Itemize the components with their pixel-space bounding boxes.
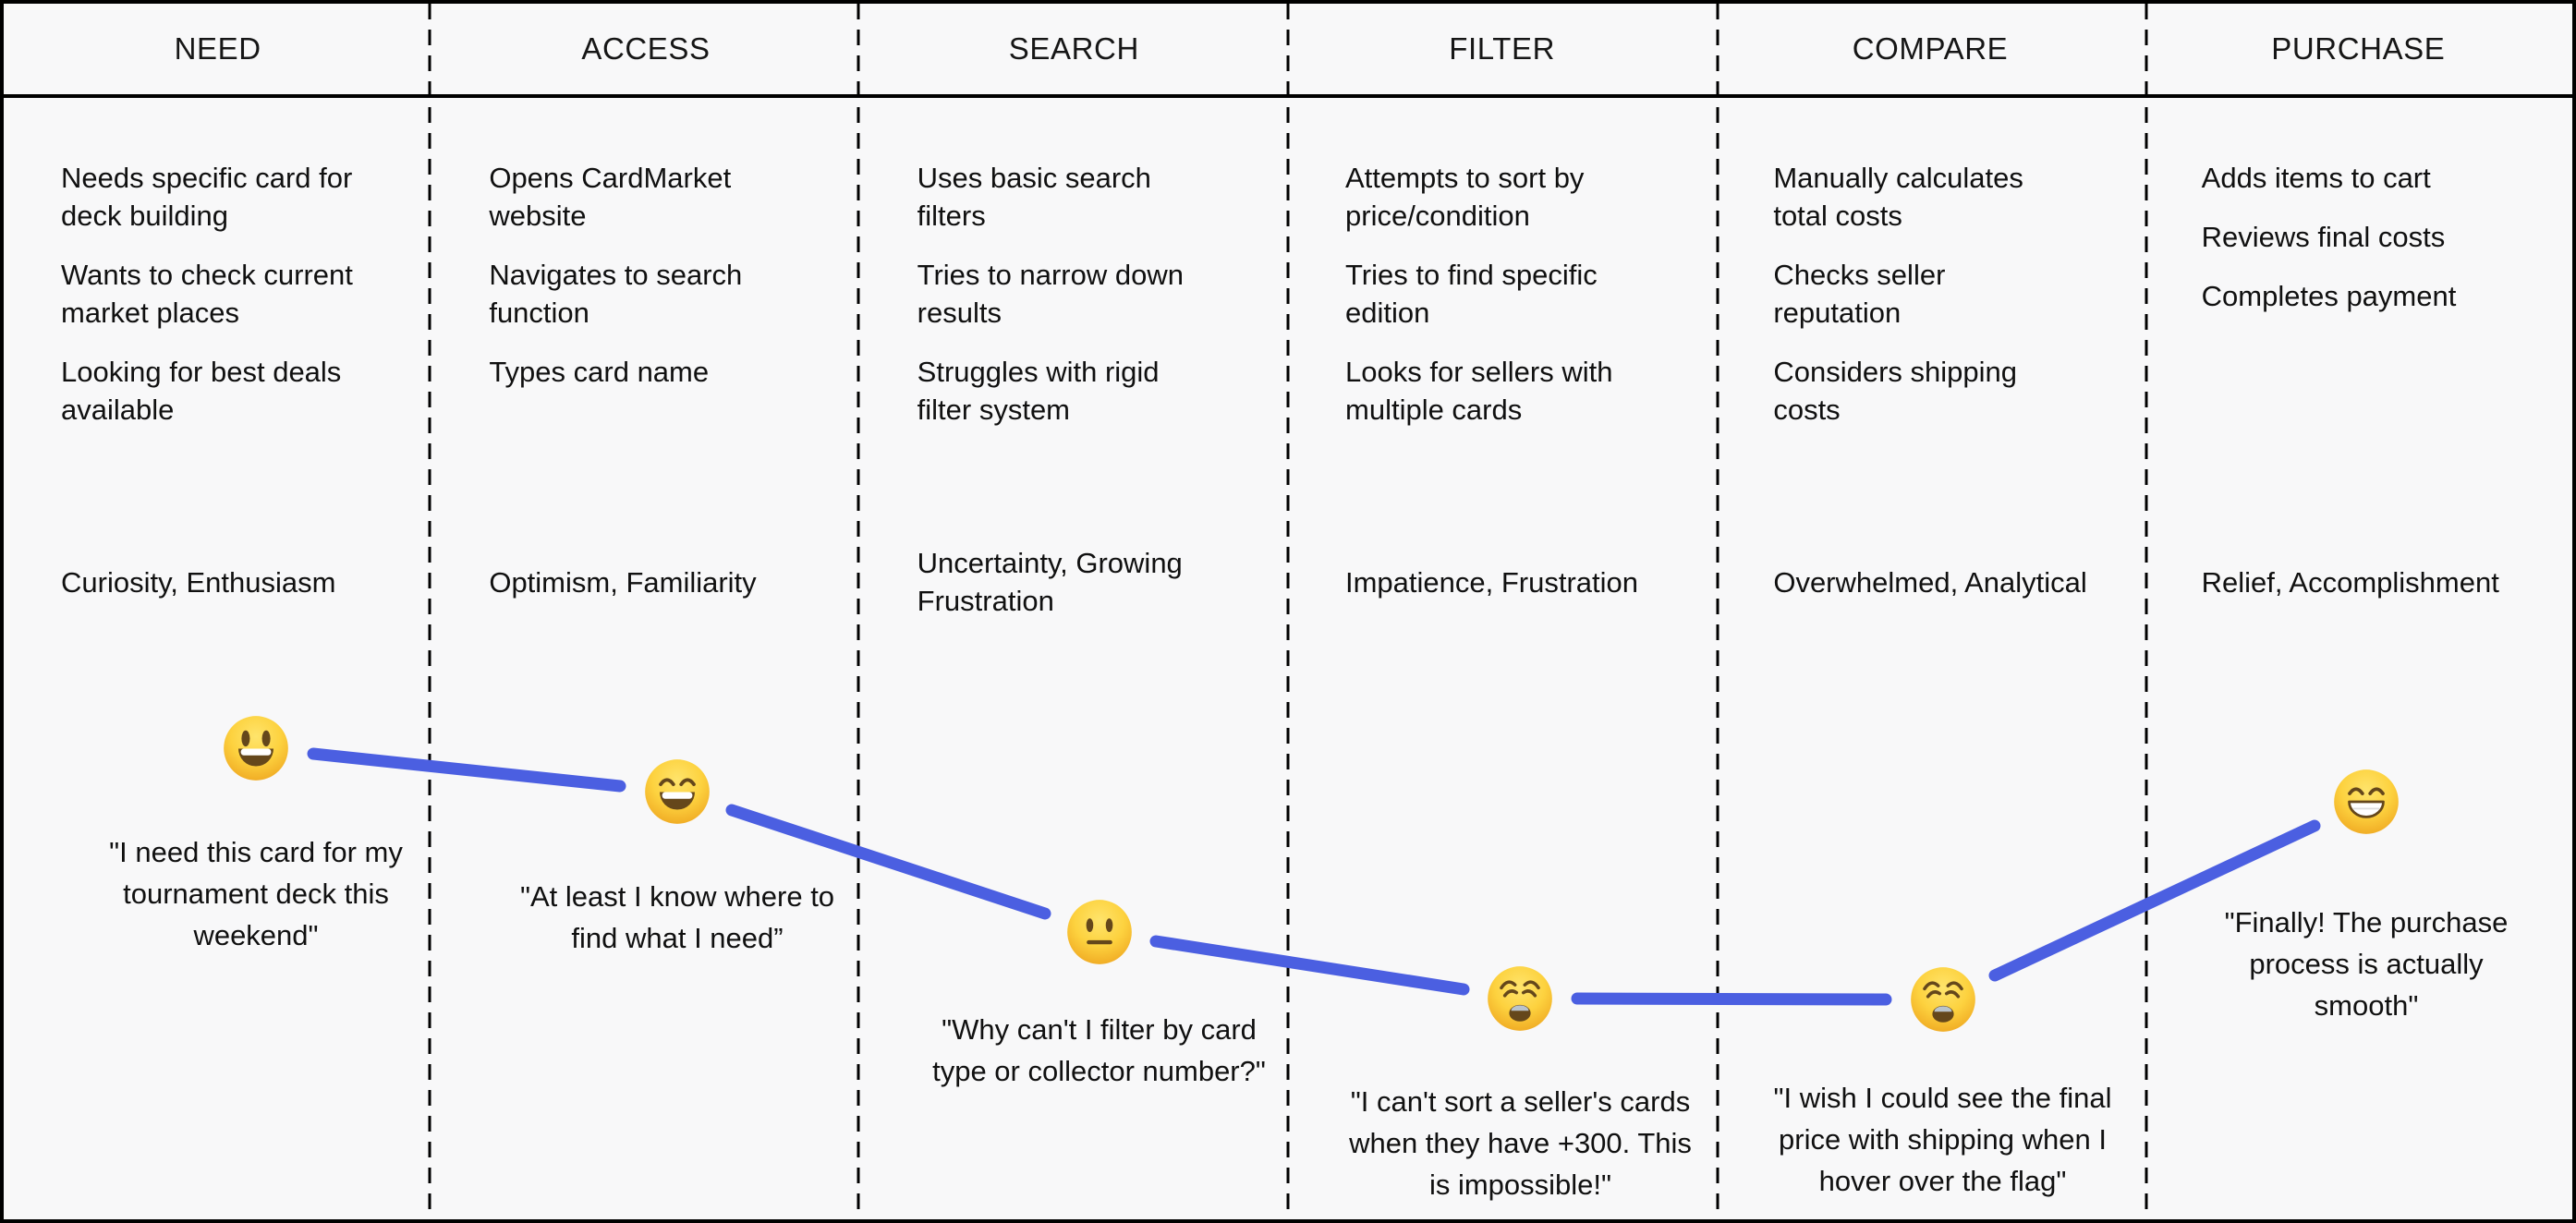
action-item: Tries to find specific edition <box>1345 259 1598 329</box>
action-item: Looking for best deals available <box>61 356 342 426</box>
stage-header: FILTER <box>1288 4 1716 94</box>
action-item: Checks seller reputation <box>1773 259 1946 329</box>
stage-column-search: SEARCH Uses basic search filters Tries t… <box>860 4 1288 1219</box>
stage-title: PURCHASE <box>2271 31 2446 66</box>
action-item: Manually calculates total costs <box>1773 162 2023 232</box>
stage-quote: "I can't sort a seller's cards when they… <box>1349 1085 1692 1201</box>
stage-column-access: ACCESS Opens CardMarket website Navigate… <box>431 4 859 1219</box>
action-item: Struggles with rigid filter system <box>917 356 1160 426</box>
stage-actions: Manually calculates total costs Checks s… <box>1716 94 2144 429</box>
stage-quote: "I need this card for my tournament deck… <box>109 836 403 951</box>
stage-column-filter: FILTER Attempts to sort by price/conditi… <box>1288 4 1716 1219</box>
stage-actions: Uses basic search filters Tries to narro… <box>860 94 1288 429</box>
weary-face-icon <box>1908 964 1978 1035</box>
stage-columns: NEED Needs specific card for deck buildi… <box>4 4 2572 1219</box>
stage-title: NEED <box>174 31 261 66</box>
beaming-face-icon <box>2331 767 2401 837</box>
emotions-label: Relief, Accomplishment <box>2201 565 2499 599</box>
action-item: Considers shipping costs <box>1773 356 2017 426</box>
emotions-label: Overwhelmed, Analytical <box>1773 565 2087 599</box>
action-item: Needs specific card for deck building <box>61 162 353 232</box>
emotions-label: Impatience, Frustration <box>1345 565 1639 599</box>
stage-quote: "I wish I could see the final price with… <box>1773 1082 2112 1197</box>
stage-header: COMPARE <box>1716 4 2144 94</box>
stage-emotions: Uncertainty, Growing Frustration <box>860 517 1288 647</box>
stage-quote: "Why can't I filter by card type or coll… <box>932 1013 1266 1087</box>
stage-column-purchase: PURCHASE Adds items to cart Reviews fina… <box>2145 4 2572 1219</box>
stage-emotions: Overwhelmed, Analytical <box>1716 517 2144 647</box>
stage-emotions: Relief, Accomplishment <box>2145 517 2572 647</box>
stage-quote: "Finally! The purchase process is actual… <box>2224 906 2509 1022</box>
emotions-label: Curiosity, Enthusiasm <box>61 565 336 599</box>
stage-actions: Adds items to cart Reviews final costs C… <box>2145 94 2572 315</box>
emotions-label: Uncertainty, Growing Frustration <box>917 547 1183 617</box>
stage-column-compare: COMPARE Manually calculates total costs … <box>1716 4 2144 1219</box>
action-item: Completes payment <box>2201 280 2457 312</box>
action-item: Attempts to sort by price/condition <box>1345 162 1585 232</box>
action-item: Uses basic search filters <box>917 162 1151 232</box>
header-divider <box>4 94 2572 98</box>
stage-title: COMPARE <box>1852 31 2009 66</box>
action-item: Navigates to search function <box>489 259 743 329</box>
stage-actions: Attempts to sort by price/condition Trie… <box>1288 94 1716 429</box>
action-item: Types card name <box>489 356 710 388</box>
action-item: Tries to narrow down results <box>917 259 1184 329</box>
action-item: Looks for sellers with multiple cards <box>1345 356 1613 426</box>
action-item: Adds items to cart <box>2201 162 2431 194</box>
weary-face-icon <box>1485 963 1555 1034</box>
stage-actions: Needs specific card for deck building Wa… <box>4 94 431 429</box>
stage-header: ACCESS <box>431 4 859 94</box>
stage-title: SEARCH <box>1008 31 1139 66</box>
action-item: Reviews final costs <box>2201 221 2446 253</box>
grinning-face-icon <box>221 713 291 783</box>
stage-header: SEARCH <box>860 4 1288 94</box>
stage-quote: "At least I know where to find what I ne… <box>519 880 835 954</box>
neutral-face-icon <box>1064 897 1135 967</box>
stage-emotions: Curiosity, Enthusiasm <box>4 517 431 647</box>
stage-title: FILTER <box>1449 31 1556 66</box>
stage-actions: Opens CardMarket website Navigates to se… <box>431 94 859 391</box>
stage-emotions: Optimism, Familiarity <box>431 517 859 647</box>
emotions-label: Optimism, Familiarity <box>489 565 757 599</box>
stage-header: PURCHASE <box>2145 4 2572 94</box>
stage-column-need: NEED Needs specific card for deck buildi… <box>4 4 431 1219</box>
action-item: Opens CardMarket website <box>489 162 732 232</box>
stage-header: NEED <box>4 4 431 94</box>
action-item: Wants to check current market places <box>61 259 353 329</box>
grinning-smiling-eyes-icon <box>642 757 712 827</box>
stage-title: ACCESS <box>581 31 711 66</box>
stage-emotions: Impatience, Frustration <box>1288 517 1716 647</box>
